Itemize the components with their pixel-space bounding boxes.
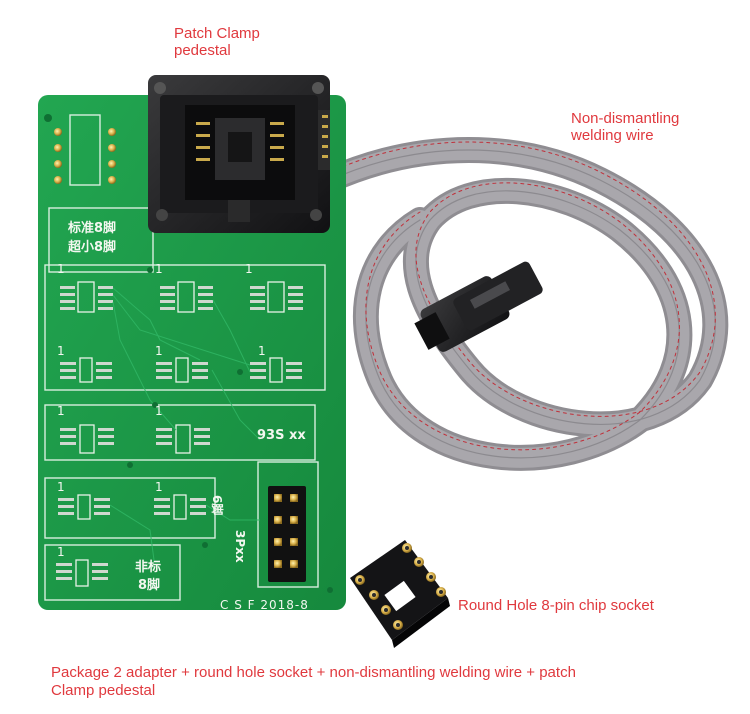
- maker-label: C S F 2018-8: [220, 598, 309, 612]
- three-pxx-label: 3Pxx: [233, 530, 247, 563]
- pin-one-marker: 1: [245, 262, 253, 276]
- pin-one-marker: 1: [155, 262, 163, 276]
- pin-one-marker: 1: [57, 480, 65, 494]
- pin-one-marker: 1: [258, 344, 266, 358]
- pin-one-marker: 1: [57, 262, 65, 276]
- package-caption-line2: Clamp pedestal: [51, 682, 156, 699]
- series-93-label: 93S xx: [257, 428, 306, 443]
- welding-wire-label-line1: Non-dismantling: [571, 110, 680, 127]
- welding-wire-label: Non-dismantling welding wire: [571, 110, 679, 144]
- six-pin-label: 6脚: [210, 495, 224, 516]
- pin-one-marker: 1: [155, 404, 163, 418]
- pin-one-marker: 1: [57, 344, 65, 358]
- round-hole-socket: [350, 540, 450, 648]
- ultra-small-8pin-label: 超小8脚: [68, 240, 117, 255]
- patch-clamp-label-line2: pedestal: [174, 42, 231, 59]
- standard-8pin-label: 标准8脚: [68, 221, 117, 236]
- patch-clamp-label: Patch Clamp pedestal: [174, 25, 260, 59]
- pin-one-marker: 1: [57, 404, 65, 418]
- ribbon-cable: [317, 137, 729, 471]
- package-caption: Package 2 adapter + round hole socket + …: [51, 664, 691, 700]
- patch-clamp-socket: [148, 75, 330, 233]
- welding-wire-label-line2: welding wire: [571, 127, 654, 144]
- round-hole-socket-label: Round Hole 8-pin chip socket: [458, 597, 654, 614]
- eight-pin-label: 8脚: [138, 578, 161, 593]
- pin-header: [268, 486, 306, 582]
- package-caption-line1: Package 2 adapter + round hole socket + …: [51, 664, 576, 681]
- non-standard-label: 非标: [135, 560, 162, 575]
- patch-clamp-label-line1: Patch Clamp: [174, 25, 260, 42]
- pin-one-marker: 1: [57, 545, 65, 559]
- idc-connector: [414, 261, 543, 352]
- pin-one-marker: 1: [155, 480, 163, 494]
- pin-one-marker: 1: [155, 344, 163, 358]
